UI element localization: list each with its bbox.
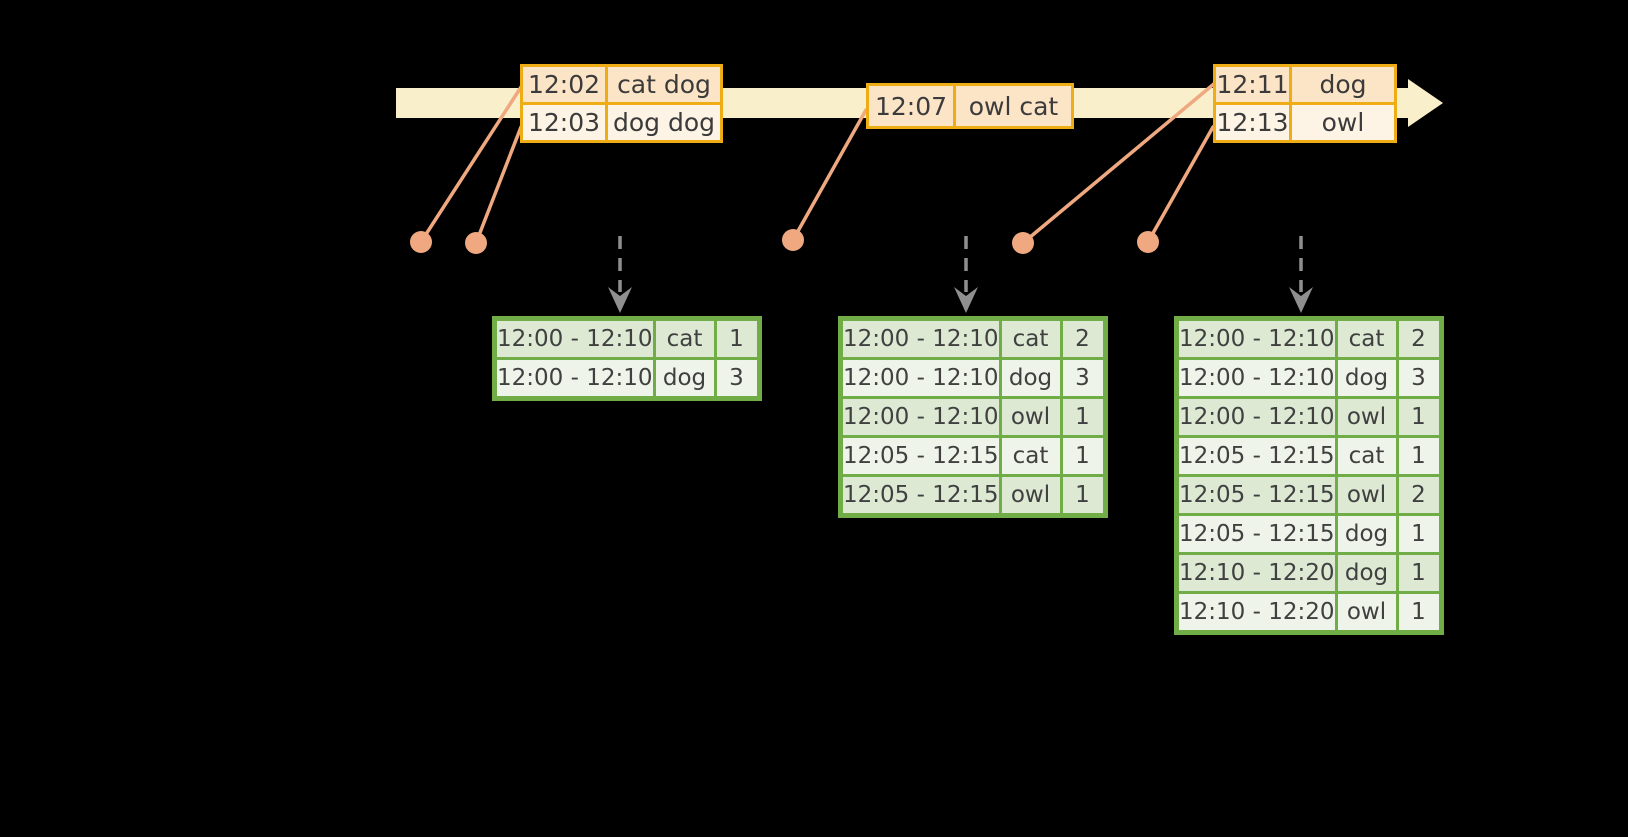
arrow-head-icon	[1289, 287, 1313, 313]
count-cell: 2	[1059, 317, 1107, 360]
count-cell: 1	[1395, 591, 1443, 634]
time-cell: 12:02	[520, 64, 608, 105]
words-cell: cat dog	[605, 64, 723, 105]
table-row: 12:11 dog	[1213, 64, 1397, 105]
word-cell: dog	[652, 357, 717, 400]
word-cell: owl	[998, 474, 1063, 517]
window-cell: 12:10 - 12:20	[1175, 591, 1338, 634]
count-cell: 1	[1395, 513, 1443, 555]
table-row: 12:05 - 12:15 cat 1	[839, 435, 1107, 477]
count-cell: 1	[1059, 396, 1107, 438]
table-row: 12:05 - 12:15 owl 2	[1175, 474, 1443, 516]
word-cell: dog	[1334, 357, 1399, 399]
count-cell: 1	[1059, 435, 1107, 477]
window-cell: 12:00 - 12:10	[493, 357, 656, 400]
table-row: 12:00 - 12:10 dog 3	[1175, 357, 1443, 399]
words-cell: owl	[1289, 102, 1397, 143]
count-cell: 2	[1395, 317, 1443, 360]
window-cell: 12:00 - 12:10	[839, 357, 1002, 399]
count-cell: 1	[713, 317, 761, 360]
word-cell: cat	[998, 317, 1063, 360]
window-cell: 12:05 - 12:15	[1175, 474, 1338, 516]
word-cell: owl	[998, 396, 1063, 438]
event-table-1: 12:02 cat dog 12:03 dog dog	[520, 64, 723, 143]
event-connector-line	[1021, 81, 1217, 245]
table-row: 12:00 - 12:10 cat 1	[493, 317, 761, 360]
table-row: 12:05 - 12:15 dog 1	[1175, 513, 1443, 555]
result-table-2: 12:00 - 12:10 cat 2 12:00 - 12:10 dog 3 …	[838, 316, 1108, 518]
table-row: 12:00 - 12:10 owl 1	[839, 396, 1107, 438]
word-cell: owl	[1334, 591, 1399, 634]
table-row: 12:00 - 12:10 cat 2	[1175, 317, 1443, 360]
event-dot	[1137, 231, 1159, 253]
table-row: 12:07 owl cat	[866, 83, 1074, 129]
table-row: 12:05 - 12:15 owl 1	[839, 474, 1107, 517]
table-row: 12:05 - 12:15 cat 1	[1175, 435, 1443, 477]
count-cell: 3	[1395, 357, 1443, 399]
words-cell: dog	[1289, 64, 1397, 105]
event-table-2: 12:07 owl cat	[866, 83, 1074, 129]
table-row: 12:13 owl	[1213, 102, 1397, 143]
table-row: 12:10 - 12:20 dog 1	[1175, 552, 1443, 594]
event-dot	[465, 232, 487, 254]
event-connector-line	[474, 125, 523, 245]
words-cell: owl cat	[953, 83, 1074, 129]
result-table-1: 12:00 - 12:10 cat 1 12:00 - 12:10 dog 3	[492, 316, 762, 401]
arrow-head-icon	[608, 287, 632, 313]
event-connector-line	[419, 82, 525, 244]
table-row: 12:00 - 12:10 dog 3	[493, 357, 761, 400]
word-cell: cat	[1334, 317, 1399, 360]
event-dot	[1012, 232, 1034, 254]
count-cell: 2	[1395, 474, 1443, 516]
word-cell: owl	[1334, 396, 1399, 438]
word-cell: cat	[998, 435, 1063, 477]
count-cell: 3	[1059, 357, 1107, 399]
word-cell: cat	[1334, 435, 1399, 477]
count-cell: 1	[1059, 474, 1107, 517]
window-cell: 12:05 - 12:15	[1175, 513, 1338, 555]
word-cell: dog	[1334, 513, 1399, 555]
event-table-3: 12:11 dog 12:13 owl	[1213, 64, 1397, 143]
arrow-head-icon	[954, 287, 978, 313]
table-row: 12:00 - 12:10 dog 3	[839, 357, 1107, 399]
window-cell: 12:00 - 12:10	[1175, 317, 1338, 360]
word-cell: owl	[1334, 474, 1399, 516]
window-cell: 12:00 - 12:10	[839, 317, 1002, 360]
event-connector-line	[1146, 125, 1215, 244]
result-table-3: 12:00 - 12:10 cat 2 12:00 - 12:10 dog 3 …	[1174, 316, 1444, 635]
window-cell: 12:00 - 12:10	[1175, 357, 1338, 399]
count-cell: 1	[1395, 435, 1443, 477]
table-row: 12:10 - 12:20 owl 1	[1175, 591, 1443, 634]
event-connector-line	[791, 108, 868, 242]
table-row: 12:00 - 12:10 cat 2	[839, 317, 1107, 360]
window-cell: 12:00 - 12:10	[839, 396, 1002, 438]
time-cell: 12:11	[1213, 64, 1292, 105]
count-cell: 1	[1395, 552, 1443, 594]
table-row: 12:00 - 12:10 owl 1	[1175, 396, 1443, 438]
table-row: 12:03 dog dog	[520, 102, 723, 143]
window-cell: 12:05 - 12:15	[1175, 435, 1338, 477]
words-cell: dog dog	[605, 102, 723, 143]
window-cell: 12:00 - 12:10	[1175, 396, 1338, 438]
count-cell: 3	[713, 357, 761, 400]
word-cell: dog	[1334, 552, 1399, 594]
word-cell: dog	[998, 357, 1063, 399]
event-dot	[782, 229, 804, 251]
table-row: 12:02 cat dog	[520, 64, 723, 105]
window-cell: 12:10 - 12:20	[1175, 552, 1338, 594]
event-dot	[410, 231, 432, 253]
word-cell: cat	[652, 317, 717, 360]
time-cell: 12:07	[866, 83, 956, 129]
window-cell: 12:05 - 12:15	[839, 435, 1002, 477]
time-cell: 12:03	[520, 102, 608, 143]
time-cell: 12:13	[1213, 102, 1292, 143]
count-cell: 1	[1395, 396, 1443, 438]
window-cell: 12:05 - 12:15	[839, 474, 1002, 517]
window-cell: 12:00 - 12:10	[493, 317, 656, 360]
